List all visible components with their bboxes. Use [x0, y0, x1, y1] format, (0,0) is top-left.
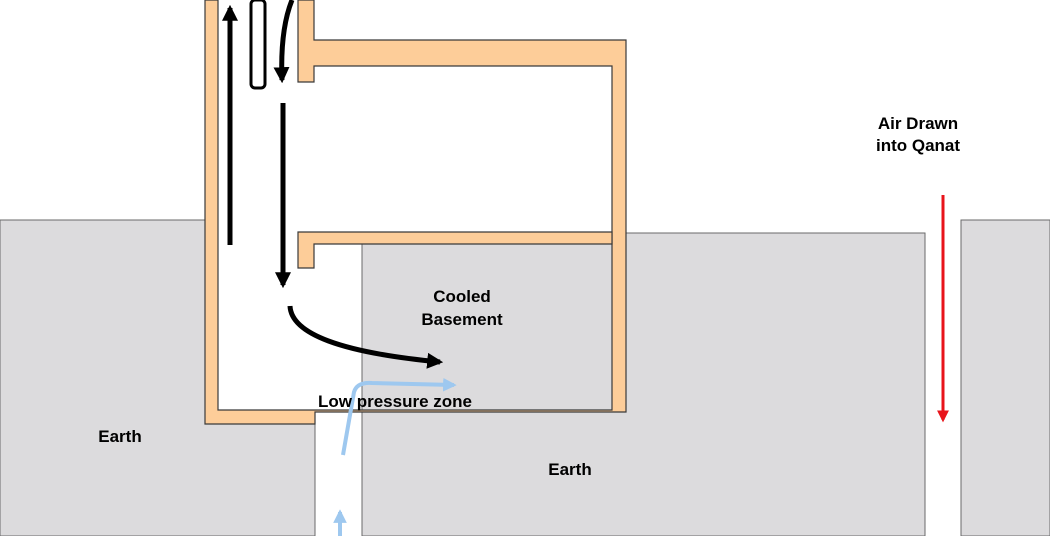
wind-catcher-vent — [249, 0, 267, 90]
diagram-labels: Air Drawn into Qanat Cooled Basement Low… — [98, 114, 960, 479]
airflow-arrows-blue — [333, 377, 457, 536]
label-cooled-2: Basement — [421, 310, 503, 329]
arrow-into-basement — [287, 305, 444, 369]
building-outer-wall — [204, 0, 627, 425]
basement-ceiling-slab — [297, 231, 613, 269]
label-air-drawn-1: Air Drawn — [878, 114, 958, 133]
airflow-arrows-black — [221, 0, 444, 369]
earth-right-block — [960, 219, 1050, 536]
label-low-pressure: Low pressure zone — [318, 392, 472, 411]
label-air-drawn-2: into Qanat — [876, 136, 960, 155]
label-cooled-1: Cooled — [433, 287, 491, 306]
earth-blocks — [0, 219, 1050, 536]
arrow-curve-into-shaft — [273, 0, 295, 84]
building-walls — [204, 0, 627, 425]
earth-left-block — [0, 219, 316, 536]
label-earth-left: Earth — [98, 427, 141, 446]
arrow-blue-rising — [341, 377, 457, 456]
label-earth-center: Earth — [548, 460, 591, 479]
